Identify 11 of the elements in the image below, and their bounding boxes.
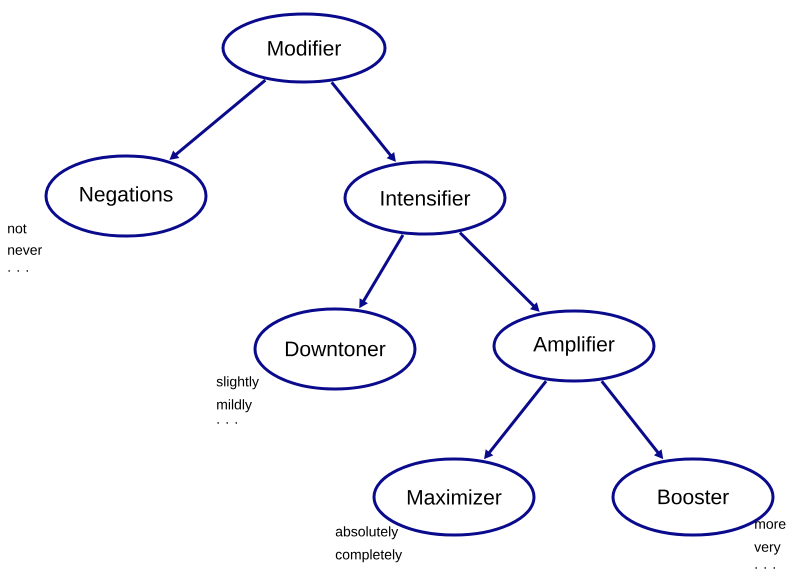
- example-word: completely: [336, 549, 402, 562]
- example-word: more: [755, 521, 786, 529]
- example-word: not: [8, 224, 27, 234]
- example-word: . . .: [756, 567, 775, 569]
- example-word: . . .: [218, 422, 237, 424]
- example-word: never: [8, 247, 42, 255]
- example-word: mildly: [217, 399, 252, 412]
- example-word: absolutely: [336, 526, 398, 540]
- example-word: very: [754, 544, 781, 555]
- example-word: slightly: [216, 376, 259, 390]
- example-word: . . .: [8, 270, 28, 272]
